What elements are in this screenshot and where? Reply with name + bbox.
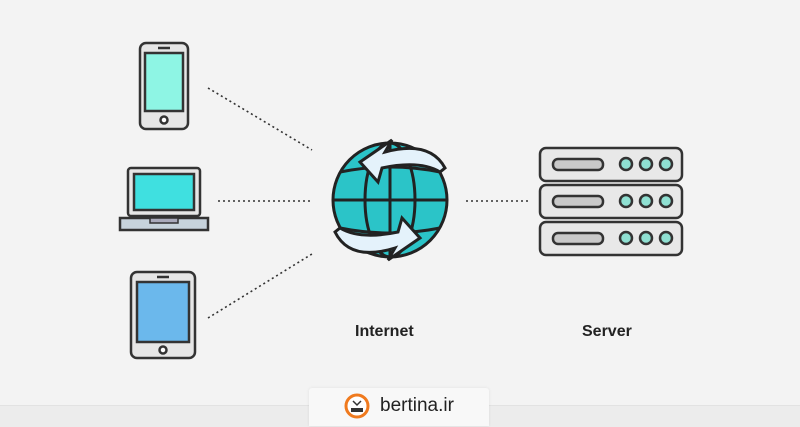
brand-name[interactable]: bertina.ir: [380, 395, 454, 416]
tablet-icon: [129, 270, 197, 360]
bertina-logo-icon: [344, 393, 370, 419]
server-icon: [538, 146, 684, 257]
connection-lines: [207, 87, 528, 319]
footer-brand-tab: [309, 388, 489, 426]
server-label: Server: [582, 323, 632, 340]
laptop-icon: [118, 166, 210, 232]
smartphone-icon: [138, 41, 190, 131]
globe-icon: [331, 138, 449, 262]
server-rack-1: [538, 146, 684, 183]
tablet-connection: [207, 253, 313, 319]
server-rack-2: [538, 183, 684, 220]
internet-label: Internet: [355, 323, 414, 340]
phone-connection: [207, 87, 313, 151]
server-rack-3: [538, 220, 684, 257]
